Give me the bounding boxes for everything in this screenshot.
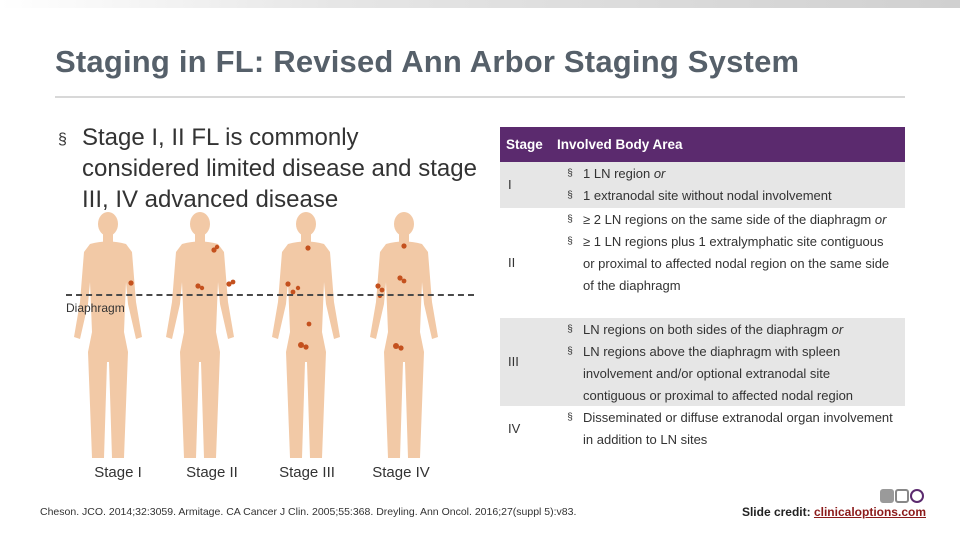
body-figure-stage-1 bbox=[74, 212, 142, 458]
diaphragm-label: Diaphragm bbox=[66, 301, 125, 315]
summary-bullet-text: Stage I, II FL is commonly considered li… bbox=[82, 124, 477, 213]
row-items: §≥ 2 LN regions on the same side of the … bbox=[557, 208, 905, 318]
lesion-mark bbox=[305, 245, 311, 251]
table-row-stage-2: II §≥ 2 LN regions on the same side of t… bbox=[500, 208, 905, 318]
header-involved-area: Involved Body Area bbox=[557, 137, 683, 152]
bullet-marker-icon: § bbox=[567, 346, 573, 357]
bullet-marker-icon: § bbox=[567, 214, 573, 225]
table-header: Stage Involved Body Area bbox=[500, 127, 905, 162]
logo-square-icon bbox=[880, 489, 894, 503]
bullet-marker-icon: § bbox=[567, 190, 573, 201]
lesion-mark bbox=[295, 285, 301, 291]
slide-title: Staging in FL: Revised Ann Arbor Staging… bbox=[55, 44, 800, 79]
bullet-marker-icon: § bbox=[567, 168, 573, 179]
staging-table: Stage Involved Body Area I §1 LN region … bbox=[500, 127, 905, 452]
bullet-marker-icon: § bbox=[58, 131, 67, 148]
table-row-stage-3: III §LN regions on both sides of the dia… bbox=[500, 318, 905, 406]
lesion-mark bbox=[211, 247, 217, 253]
slide-credit: Slide credit: clinicaloptions.com bbox=[742, 505, 926, 519]
lesion-mark bbox=[401, 278, 407, 284]
logo-square-icon bbox=[895, 489, 909, 503]
body-figure-stage-3 bbox=[272, 212, 340, 458]
stage-label-4: Stage IV bbox=[372, 464, 430, 481]
stage-label-2: Stage II bbox=[186, 464, 238, 481]
list-item: §≥ 1 LN regions plus 1 extralymphatic si… bbox=[557, 231, 895, 297]
list-item: §1 extranodal site without nodal involve… bbox=[557, 185, 895, 207]
list-item: §LN regions on both sides of the diaphra… bbox=[557, 319, 895, 341]
lesion-mark bbox=[214, 244, 220, 250]
lesion-mark bbox=[226, 281, 232, 287]
row-stage: I bbox=[508, 177, 512, 192]
lesion-mark bbox=[375, 283, 381, 289]
row-stage: II bbox=[508, 255, 516, 270]
lesion-mark bbox=[401, 243, 407, 249]
top-gradient-bar bbox=[0, 0, 960, 8]
lesion-mark bbox=[398, 345, 404, 351]
row-stage: IV bbox=[508, 421, 521, 436]
lesion-mark bbox=[393, 343, 399, 349]
lesion-mark bbox=[285, 281, 291, 287]
lesion-mark bbox=[230, 279, 236, 285]
bullet-marker-icon: § bbox=[567, 236, 573, 247]
list-item: §Disseminated or diffuse extranodal orga… bbox=[557, 407, 895, 451]
lesion-mark bbox=[128, 280, 134, 286]
title-divider bbox=[55, 96, 905, 98]
body-figures bbox=[62, 212, 482, 470]
lesion-mark bbox=[397, 275, 403, 281]
row-items: §LN regions on both sides of the diaphra… bbox=[557, 318, 905, 406]
table-row-stage-1: I §1 LN region or §1 extranodal site wit… bbox=[500, 162, 905, 208]
list-item: §LN regions above the diaphragm with spl… bbox=[557, 341, 895, 407]
body-figure-stage-2 bbox=[166, 212, 236, 458]
credit-label: Slide credit: bbox=[741, 505, 811, 519]
row-items: §Disseminated or diffuse extranodal orga… bbox=[557, 406, 905, 452]
references-footnote: Cheson. JCO. 2014;32:3059. Armitage. CA … bbox=[40, 506, 577, 518]
lesion-mark bbox=[303, 344, 309, 350]
header-stage: Stage bbox=[506, 137, 543, 152]
lesion-mark bbox=[195, 283, 201, 289]
body-figure-stage-4 bbox=[370, 212, 438, 458]
lesion-mark bbox=[290, 289, 296, 295]
lesion-mark bbox=[379, 287, 385, 293]
bullet-marker-icon: § bbox=[567, 412, 573, 423]
bullet-marker-icon: § bbox=[567, 324, 573, 335]
lesion-mark bbox=[298, 342, 304, 348]
summary-bullet: § Stage I, II FL is commonly considered … bbox=[58, 122, 478, 215]
stage-label-1: Stage I bbox=[94, 464, 142, 481]
list-item: §1 LN region or bbox=[557, 163, 895, 185]
lesion-mark bbox=[199, 285, 205, 291]
diaphragm-line bbox=[66, 294, 474, 296]
logo-circle-icon bbox=[910, 489, 924, 503]
list-item: §≥ 2 LN regions on the same side of the … bbox=[557, 209, 895, 231]
stage-label-3: Stage III bbox=[279, 464, 335, 481]
row-stage: III bbox=[508, 354, 519, 369]
lesion-mark bbox=[306, 321, 312, 327]
cco-logo bbox=[880, 489, 924, 503]
table-row-stage-4: IV §Disseminated or diffuse extranodal o… bbox=[500, 406, 905, 452]
row-items: §1 LN region or §1 extranodal site witho… bbox=[557, 162, 905, 208]
credit-link[interactable]: clinicaloptions.com bbox=[813, 505, 926, 519]
